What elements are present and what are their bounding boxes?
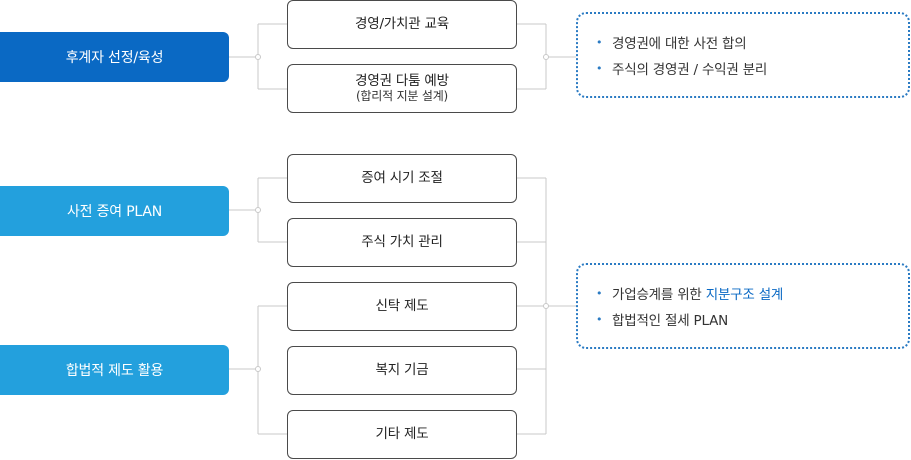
item-management-dispute-prevention: 경영권 다툼 예방 (합리적 지분 설계) <box>287 64 517 113</box>
item-welfare-fund: 복지 기금 <box>287 346 517 395</box>
junction-dot <box>543 54 549 60</box>
junction-dot <box>255 207 261 213</box>
note-text: 합법적인 절세 PLAN <box>612 313 729 329</box>
item-label: 복지 기금 <box>375 362 429 379</box>
note-box-management: • 경영권에 대한 사전 합의 • 주식의 경영권 / 수익권 분리 <box>576 12 910 98</box>
note-line: • 주식의 경영권 / 수익권 분리 <box>596 55 908 81</box>
item-label: 증여 시기 조절 <box>361 170 443 187</box>
item-gift-timing: 증여 시기 조절 <box>287 154 517 203</box>
note-text: 주식의 경영권 / 수익권 분리 <box>612 62 768 78</box>
category-legal-system-use: 합법적 제도 활용 <box>0 345 229 395</box>
note-highlight: 지분구조 설계 <box>705 287 784 303</box>
item-label: 경영권 다툼 예방 <box>355 72 449 89</box>
note-line: • 경영권에 대한 사전 합의 <box>596 29 908 55</box>
category-label: 후계자 선정/육성 <box>65 50 164 66</box>
bullet-icon: • <box>596 35 603 49</box>
item-other-systems: 기타 제도 <box>287 410 517 459</box>
note-box-succession: • 가업승계를 위한 지분구조 설계 • 합법적인 절세 PLAN <box>576 263 910 349</box>
item-trust-system: 신탁 제도 <box>287 282 517 331</box>
junction-dot <box>255 54 261 60</box>
junction-dot <box>543 303 549 309</box>
item-stock-value-management: 주식 가치 관리 <box>287 218 517 267</box>
category-label: 사전 증여 PLAN <box>66 204 163 220</box>
note-line: • 가업승계를 위한 지분구조 설계 <box>596 280 908 306</box>
item-label: 경영/가치관 교육 <box>355 16 449 33</box>
note-text: 경영권에 대한 사전 합의 <box>612 36 747 52</box>
note-text: 가업승계를 위한 지분구조 설계 <box>612 287 784 303</box>
bullet-icon: • <box>596 312 603 326</box>
junction-dot <box>255 366 261 372</box>
bullet-icon: • <box>596 61 603 75</box>
item-label: 주식 가치 관리 <box>361 234 443 251</box>
category-pre-gift-plan: 사전 증여 PLAN <box>0 186 229 236</box>
bullet-icon: • <box>596 286 603 300</box>
item-sublabel: (합리적 지분 설계) <box>355 89 449 104</box>
item-management-education: 경영/가치관 교육 <box>287 0 517 49</box>
note-line: • 합법적인 절세 PLAN <box>596 306 908 332</box>
category-label: 합법적 제도 활용 <box>65 363 164 379</box>
category-successor-selection: 후계자 선정/육성 <box>0 32 229 82</box>
item-label: 신탁 제도 <box>375 298 429 315</box>
item-label: 기타 제도 <box>375 426 429 443</box>
